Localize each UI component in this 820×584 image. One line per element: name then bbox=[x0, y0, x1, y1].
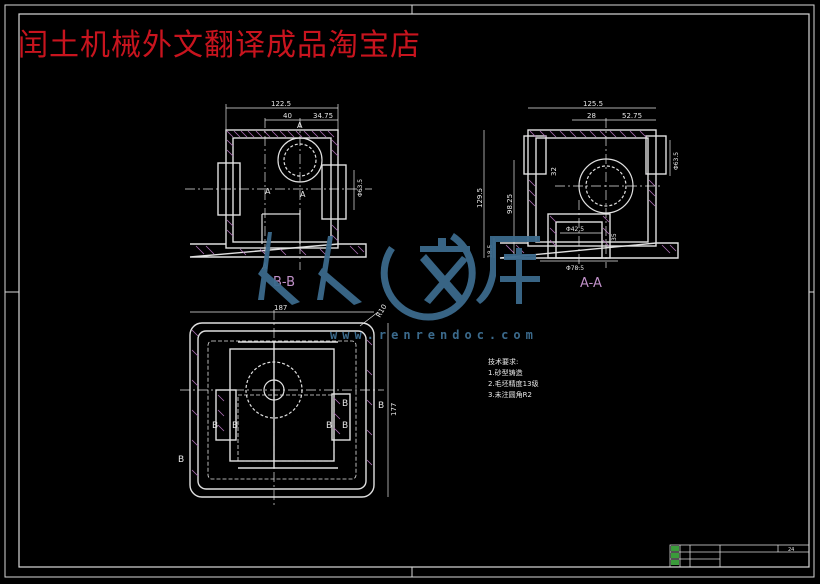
watermark-site-url: www.renrendoc.com bbox=[330, 328, 538, 342]
title-block bbox=[669, 544, 810, 568]
bb-outline bbox=[189, 129, 367, 258]
sheet-ticks bbox=[5, 5, 814, 577]
title-block-sheet: 24 bbox=[788, 547, 794, 553]
bb-bore bbox=[261, 137, 323, 244]
plan-mark-b-right: B bbox=[378, 401, 384, 411]
bb-mark-center: A bbox=[265, 187, 271, 196]
aa-dim-h3: 98.25 bbox=[506, 194, 514, 214]
watermark-logo bbox=[258, 232, 540, 321]
view-plan: 187 177 R10 B B B B B B B bbox=[178, 303, 398, 508]
plan-dim-height: 177 bbox=[390, 403, 398, 416]
plan-outline bbox=[189, 322, 375, 498]
title-block-cell-2 bbox=[671, 553, 679, 558]
aa-dim-h1: 32 bbox=[550, 167, 558, 176]
view-bb: 122.5 40 34.75 Φ63.5 A A A A B-B bbox=[185, 100, 372, 290]
plan-mark-b-inner-r2: B bbox=[342, 421, 348, 431]
sheet-border-outer bbox=[4, 4, 815, 578]
technical-notes: 技术要求: 1.砂型铸造 2.毛坯精度13级 3.未注圆角R2 bbox=[488, 357, 539, 401]
plan-mark-b-inner-l: B bbox=[212, 421, 218, 431]
aa-dim-bottom: Φ78.5 bbox=[566, 265, 584, 272]
plan-mark-b-inner-r: B bbox=[326, 421, 332, 431]
aa-centerlines bbox=[555, 118, 662, 268]
notes-title: 技术要求: bbox=[488, 358, 519, 366]
title-block-cell-3 bbox=[671, 560, 679, 565]
aa-dim-left: 28 bbox=[587, 112, 596, 120]
sheet-border-inner bbox=[18, 13, 810, 568]
plan-dim-radius: R10 bbox=[375, 303, 389, 319]
plan-centerlines bbox=[180, 310, 384, 508]
bb-dim-vert: Φ63.5 bbox=[357, 179, 364, 197]
aa-dim-right: 52.75 bbox=[622, 112, 642, 120]
bb-dim-left: 40 bbox=[283, 112, 292, 120]
bb-mark-top: A bbox=[297, 121, 303, 130]
notes-item-2: 2.毛坯精度13级 bbox=[488, 380, 539, 388]
aa-dim-h5: 35 bbox=[611, 233, 618, 241]
bb-dim-right: 34.75 bbox=[313, 112, 333, 120]
aa-hatch bbox=[505, 130, 677, 254]
notes-item-3: 3.未注圆角R2 bbox=[488, 391, 532, 399]
aa-dim-width: 125.5 bbox=[583, 100, 603, 108]
bb-dim-width: 122.5 bbox=[271, 100, 291, 108]
bb-centerlines bbox=[185, 118, 372, 270]
shop-banner: 闰土机械外文翻译成品淘宝店 bbox=[18, 28, 421, 63]
plan-dimensions bbox=[190, 311, 389, 497]
view-aa: 125.5 28 52.75 Φ63.5 32 129.5 98.25 Φ42.… bbox=[476, 100, 680, 291]
notes-item-1: 1.砂型铸造 bbox=[488, 369, 523, 377]
aa-dim-vert: Φ63.5 bbox=[673, 152, 680, 170]
bb-dimensions bbox=[225, 104, 355, 210]
aa-dim-h2: 129.5 bbox=[476, 188, 484, 208]
plan-mark-b-inner-l2: B bbox=[232, 421, 238, 431]
bb-mark-center2: A bbox=[300, 190, 306, 199]
plan-mark-b-left: B bbox=[178, 455, 184, 465]
plan-hatch bbox=[191, 329, 373, 477]
aa-section-label: A-A bbox=[580, 276, 602, 291]
aa-outline bbox=[499, 129, 679, 259]
plan-mark-b-top: B bbox=[342, 399, 348, 409]
bb-hatch bbox=[195, 130, 365, 256]
plan-dim-width: 187 bbox=[274, 304, 287, 312]
title-block-cell-1 bbox=[671, 546, 679, 551]
aa-dim-h4: Φ42.5 bbox=[566, 226, 584, 233]
